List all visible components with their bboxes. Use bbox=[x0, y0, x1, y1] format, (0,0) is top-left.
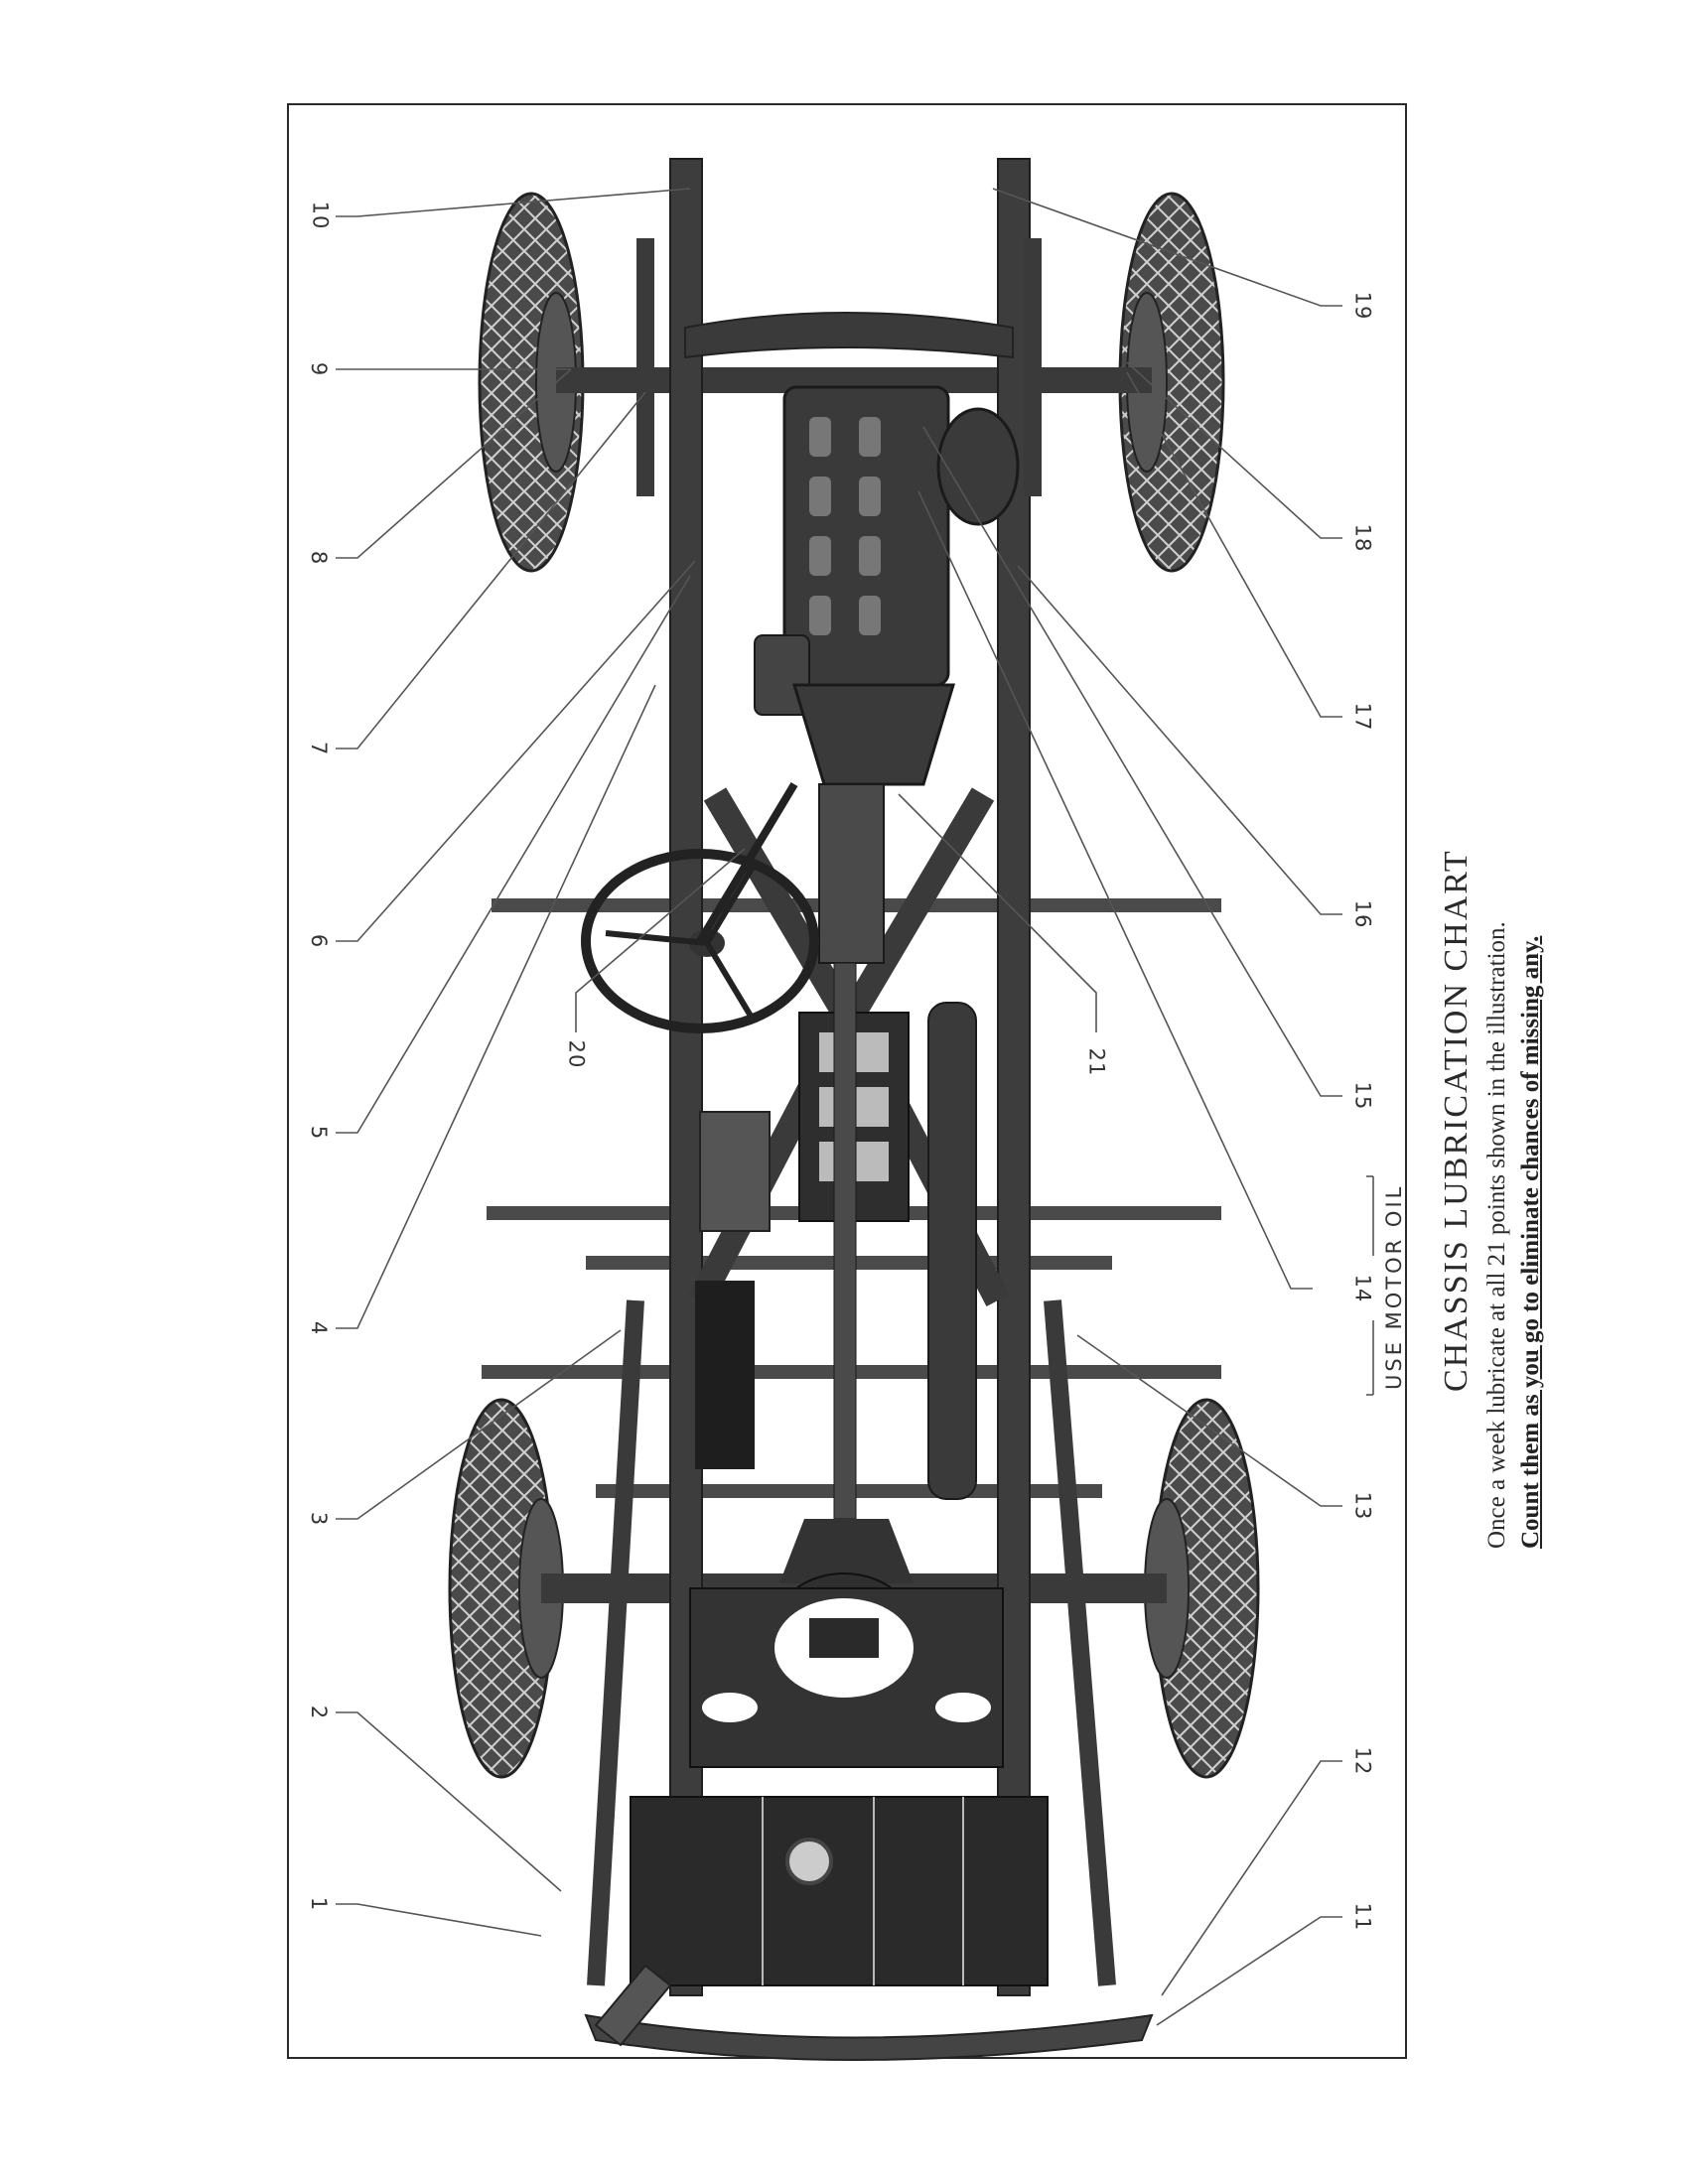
point-label-19: 19 bbox=[1350, 291, 1375, 321]
point-label-17: 17 bbox=[1350, 702, 1375, 732]
point-label-11: 11 bbox=[1350, 1902, 1375, 1932]
point-label-3: 3 bbox=[307, 1511, 332, 1527]
point-label-6: 6 bbox=[307, 933, 332, 949]
fuel-tank bbox=[630, 1796, 1049, 1986]
point-label-2: 2 bbox=[307, 1705, 332, 1720]
muffler bbox=[927, 1002, 977, 1500]
rear-crossmember bbox=[584, 2013, 1154, 2061]
point-label-1: 1 bbox=[307, 1896, 332, 1912]
point-label-16: 16 bbox=[1350, 899, 1375, 929]
chart-instruction: Once a week lubricate at all 21 points s… bbox=[1483, 921, 1510, 1549]
point-label-14: 14 bbox=[1350, 1274, 1375, 1303]
point-label-5: 5 bbox=[307, 1125, 332, 1141]
rear-cross-member bbox=[689, 1587, 1004, 1768]
point-label-18: 18 bbox=[1350, 523, 1375, 553]
point-label-13: 13 bbox=[1350, 1491, 1375, 1521]
battery bbox=[695, 1281, 755, 1469]
point-label-10: 10 bbox=[308, 201, 333, 230]
point-label-4: 4 bbox=[307, 1320, 332, 1336]
point-label-20: 20 bbox=[564, 1039, 589, 1069]
point-label-12: 12 bbox=[1350, 1746, 1375, 1776]
point-label-9: 9 bbox=[307, 361, 332, 377]
point-label-15: 15 bbox=[1350, 1081, 1375, 1111]
motor-oil-note: USE MOTOR OIL bbox=[1382, 1183, 1406, 1390]
point-label-7: 7 bbox=[307, 741, 332, 756]
point-label-21: 21 bbox=[1084, 1047, 1109, 1077]
rear-right-wheel bbox=[1144, 1398, 1260, 1779]
steering-wheel bbox=[581, 781, 819, 1033]
chart-title: CHASSIS LUBRICATION CHART bbox=[1438, 849, 1475, 1392]
point-label-8: 8 bbox=[307, 550, 332, 566]
leader-lines-left bbox=[336, 188, 746, 1937]
leader-lines-right bbox=[898, 188, 1342, 2026]
motor-oil-bracket bbox=[1366, 1175, 1374, 1396]
chart-emphasis: Count them as you go to eliminate chance… bbox=[1517, 935, 1544, 1549]
engine bbox=[754, 385, 1020, 964]
